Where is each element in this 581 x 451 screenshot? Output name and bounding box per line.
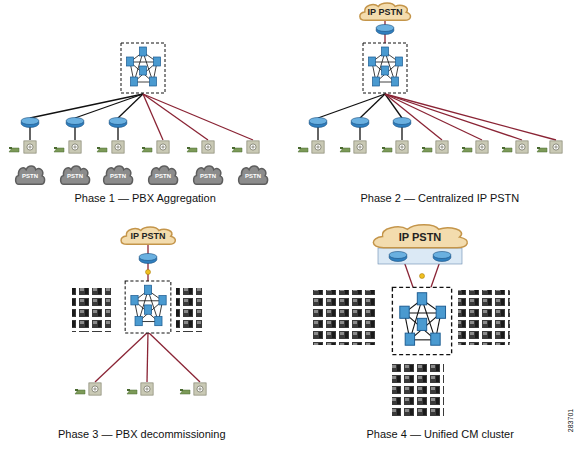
cluster-box xyxy=(121,43,165,93)
cloud-shape xyxy=(149,166,178,184)
ip-phone-grid xyxy=(392,364,444,419)
pbx-symbol xyxy=(24,141,36,153)
pbx-symbol xyxy=(476,141,488,153)
router-symbol xyxy=(433,252,451,262)
cloud-shape xyxy=(61,166,90,184)
cloud-label: PSTN xyxy=(67,173,83,179)
connection-dot xyxy=(146,270,151,275)
router-symbol xyxy=(309,118,327,128)
ip-pstn-cloud: IP PSTN xyxy=(368,222,472,250)
cloud-shape xyxy=(360,3,411,20)
phone-symbol xyxy=(75,389,85,394)
cloud-shape xyxy=(239,166,268,184)
phone-symbol xyxy=(187,147,197,152)
phone-symbol xyxy=(298,147,308,152)
cloud-shape xyxy=(373,225,467,248)
router-symbol xyxy=(393,118,411,128)
cloud-label: IP PSTN xyxy=(399,232,442,243)
pbx-symbol xyxy=(194,383,206,395)
ip-phone-grid xyxy=(176,288,202,332)
cloud-shape xyxy=(121,227,175,244)
pstn-cloud: PSTN xyxy=(147,164,179,186)
cloud-label: PSTN xyxy=(200,173,216,179)
cloud-label: PSTN xyxy=(110,173,126,179)
ip-phone-grid xyxy=(310,290,375,345)
router-symbol xyxy=(66,118,84,128)
ip-phone-grid xyxy=(72,288,111,332)
cluster-box xyxy=(363,43,407,93)
pstn-cloud: PSTN xyxy=(59,164,91,186)
pstn-cloud: PSTN xyxy=(102,164,134,186)
router-symbol xyxy=(351,118,369,128)
cloud-label: IP PSTN xyxy=(368,8,403,17)
phone-symbol xyxy=(382,147,392,152)
cloud-shape xyxy=(194,166,223,184)
phase1-wires xyxy=(30,94,253,140)
pbx-symbol xyxy=(354,141,366,153)
phase2-wires xyxy=(318,20,556,140)
phase-caption: Phase 4 — Unified CM cluster xyxy=(367,428,514,440)
phone-symbol xyxy=(537,147,547,152)
pstn-cloud: PSTN xyxy=(14,164,46,186)
router-symbol xyxy=(139,254,157,264)
connection-dot xyxy=(420,274,425,279)
phone-symbol xyxy=(142,147,152,152)
phase1-sites xyxy=(9,118,259,154)
cluster-box xyxy=(125,281,171,333)
pbx-symbol xyxy=(247,141,259,153)
phase-caption: Phase 1 — PBX Aggregation xyxy=(75,192,216,204)
phone-symbol xyxy=(54,147,64,152)
cloud-shape xyxy=(16,166,45,184)
phone-symbol xyxy=(232,147,242,152)
router-symbol xyxy=(376,25,394,35)
ip-pstn-cloud: IP PSTN xyxy=(357,1,413,22)
phone-symbol xyxy=(462,147,472,152)
phone-symbol xyxy=(180,389,190,394)
pbx-symbol xyxy=(112,141,124,153)
phone-symbol xyxy=(422,147,432,152)
router-symbol xyxy=(21,118,39,128)
figure-number: 283701 xyxy=(567,408,574,431)
phone-symbol xyxy=(502,147,512,152)
pbx-symbol xyxy=(396,141,408,153)
pbx-symbol xyxy=(69,141,81,153)
cloud-label: PSTN xyxy=(22,173,38,179)
pstn-cloud: PSTN xyxy=(237,164,269,186)
pbx-symbol xyxy=(312,141,324,153)
phone-symbol xyxy=(97,147,107,152)
cloud-shape xyxy=(104,166,133,184)
pbx-symbol xyxy=(89,383,101,395)
ip-pstn-cloud: IP PSTN xyxy=(118,225,178,246)
cloud-label: PSTN xyxy=(245,173,261,179)
phone-symbol xyxy=(9,147,19,152)
cluster-box xyxy=(392,287,451,354)
pbx-symbol xyxy=(141,383,153,395)
pbx-symbol xyxy=(157,141,169,153)
phone-symbol xyxy=(340,147,350,152)
pbx-symbol xyxy=(436,141,448,153)
pstn-cloud: PSTN xyxy=(192,164,224,186)
phone-symbol xyxy=(127,389,137,394)
phase2-sites xyxy=(298,118,562,154)
router-symbol xyxy=(389,252,407,262)
phase-caption: Phase 2 — Centralized IP PSTN xyxy=(361,192,520,204)
pbx-symbol xyxy=(550,141,562,153)
cloud-label: PSTN xyxy=(155,173,171,179)
cloud-label: IP PSTN xyxy=(131,232,166,241)
gateway-rack xyxy=(378,248,462,264)
phase-caption: Phase 3 — PBX decommissioning xyxy=(58,428,226,440)
router-symbol xyxy=(109,118,127,128)
phase3-sites xyxy=(75,383,206,395)
ip-phone-grid xyxy=(458,290,510,345)
pbx-symbol xyxy=(516,141,528,153)
pbx-symbol xyxy=(202,141,214,153)
